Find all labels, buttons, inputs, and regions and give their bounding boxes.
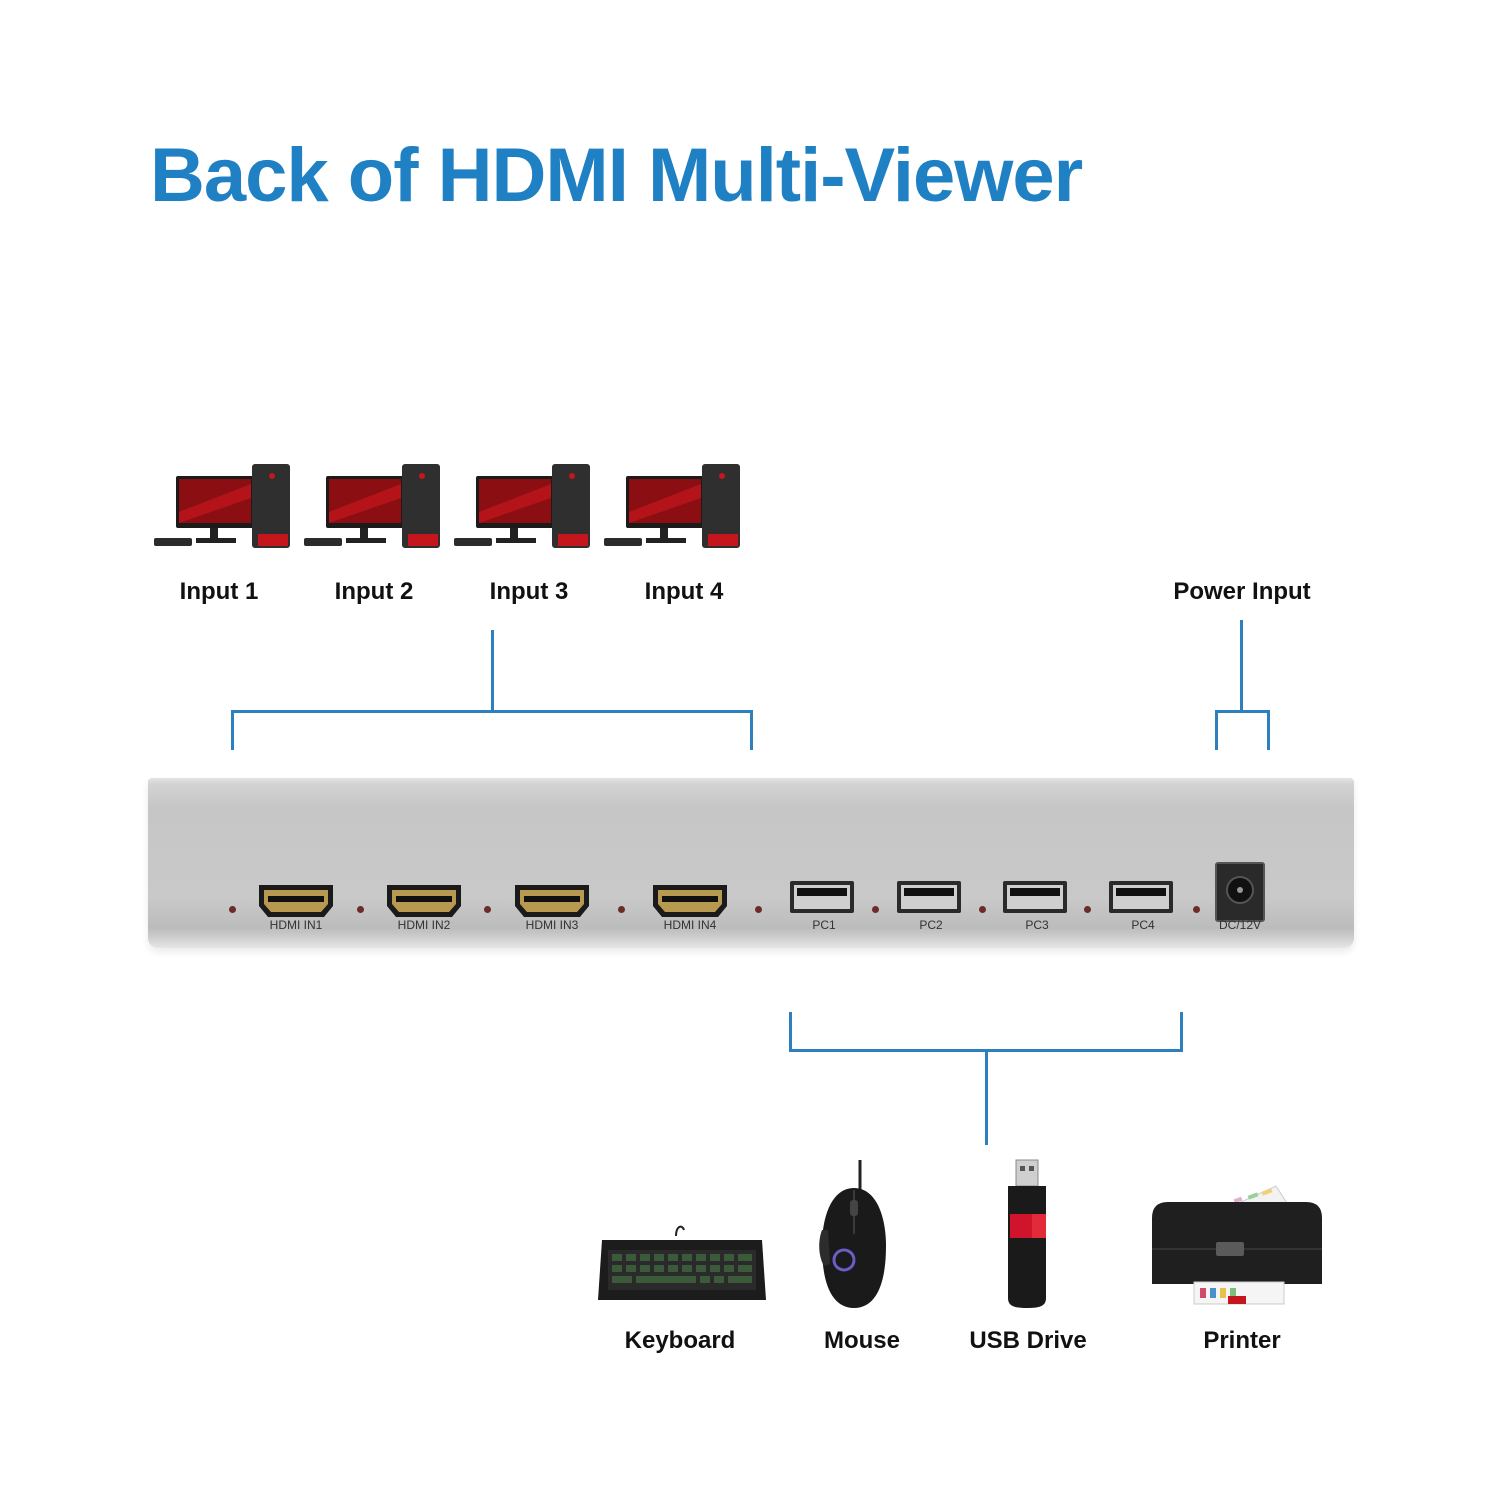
usb-port-icon [790, 881, 854, 913]
usb-drive-icon [1008, 1159, 1046, 1308]
usb-port-icon [897, 881, 961, 913]
desktop-computer-icon [154, 464, 290, 548]
input-2-label: Input 2 [334, 578, 414, 605]
indicator-led [979, 906, 986, 913]
input-1-label: Input 1 [179, 578, 259, 605]
indicator-led [1193, 906, 1200, 913]
indicator-led [484, 906, 491, 913]
multi-viewer-back-panel [148, 778, 1354, 948]
desktop-computer-icon [304, 464, 440, 548]
indicator-led [618, 906, 625, 913]
hdmi-in1-label: HDMI IN1 [269, 918, 323, 932]
dc-12v-label: DC/12V [1218, 918, 1262, 932]
input-bracket-right [750, 710, 753, 750]
printer-icon [1152, 1185, 1322, 1305]
desktop-computer-icon [454, 464, 590, 548]
input-4-label: Input 4 [644, 578, 724, 605]
mouse-icon [819, 1160, 886, 1308]
pc3-label: PC3 [1025, 918, 1049, 932]
usb-bracket-right [1180, 1012, 1183, 1052]
power-connector-line [1240, 620, 1243, 712]
indicator-led [755, 906, 762, 913]
indicator-led [1084, 906, 1091, 913]
desktop-computer-icon [604, 464, 740, 548]
indicator-led [872, 906, 879, 913]
usb-port-icon [1003, 881, 1067, 913]
printer-label: Printer [1203, 1327, 1281, 1354]
hdmi-port-icon [387, 885, 461, 917]
input-connector-line [491, 630, 494, 712]
pc4-label: PC4 [1131, 918, 1155, 932]
pc2-label: PC2 [919, 918, 943, 932]
power-bracket [1215, 710, 1270, 713]
page-title: Back of HDMI Multi-Viewer [150, 133, 1083, 218]
hdmi-port-icon [515, 885, 589, 917]
keyboard-label: Keyboard [624, 1327, 736, 1354]
hdmi-in3-label: HDMI IN3 [525, 918, 579, 932]
input-bracket [231, 710, 753, 713]
usb-drive-label: USB Drive [969, 1327, 1087, 1354]
hdmi-port-icon [259, 885, 333, 917]
dc-jack-icon [1226, 876, 1254, 904]
usb-bracket-left [789, 1012, 792, 1052]
power-bracket-right [1267, 710, 1270, 750]
indicator-led [357, 906, 364, 913]
hdmi-in2-label: HDMI IN2 [397, 918, 451, 932]
power-bracket-left [1215, 710, 1218, 750]
hdmi-in4-label: HDMI IN4 [663, 918, 717, 932]
mouse-label: Mouse [823, 1327, 900, 1354]
usb-port-icon [1109, 881, 1173, 913]
indicator-led [229, 906, 236, 913]
hdmi-port-icon [653, 885, 727, 917]
dc-power-jack [1215, 862, 1265, 922]
input-3-label: Input 3 [489, 578, 569, 605]
pc1-label: PC1 [812, 918, 836, 932]
keyboard-icon [598, 1225, 766, 1300]
input-bracket-left [231, 710, 234, 750]
usb-connector-line [985, 1049, 988, 1145]
power-input-label: Power Input [1173, 578, 1311, 605]
